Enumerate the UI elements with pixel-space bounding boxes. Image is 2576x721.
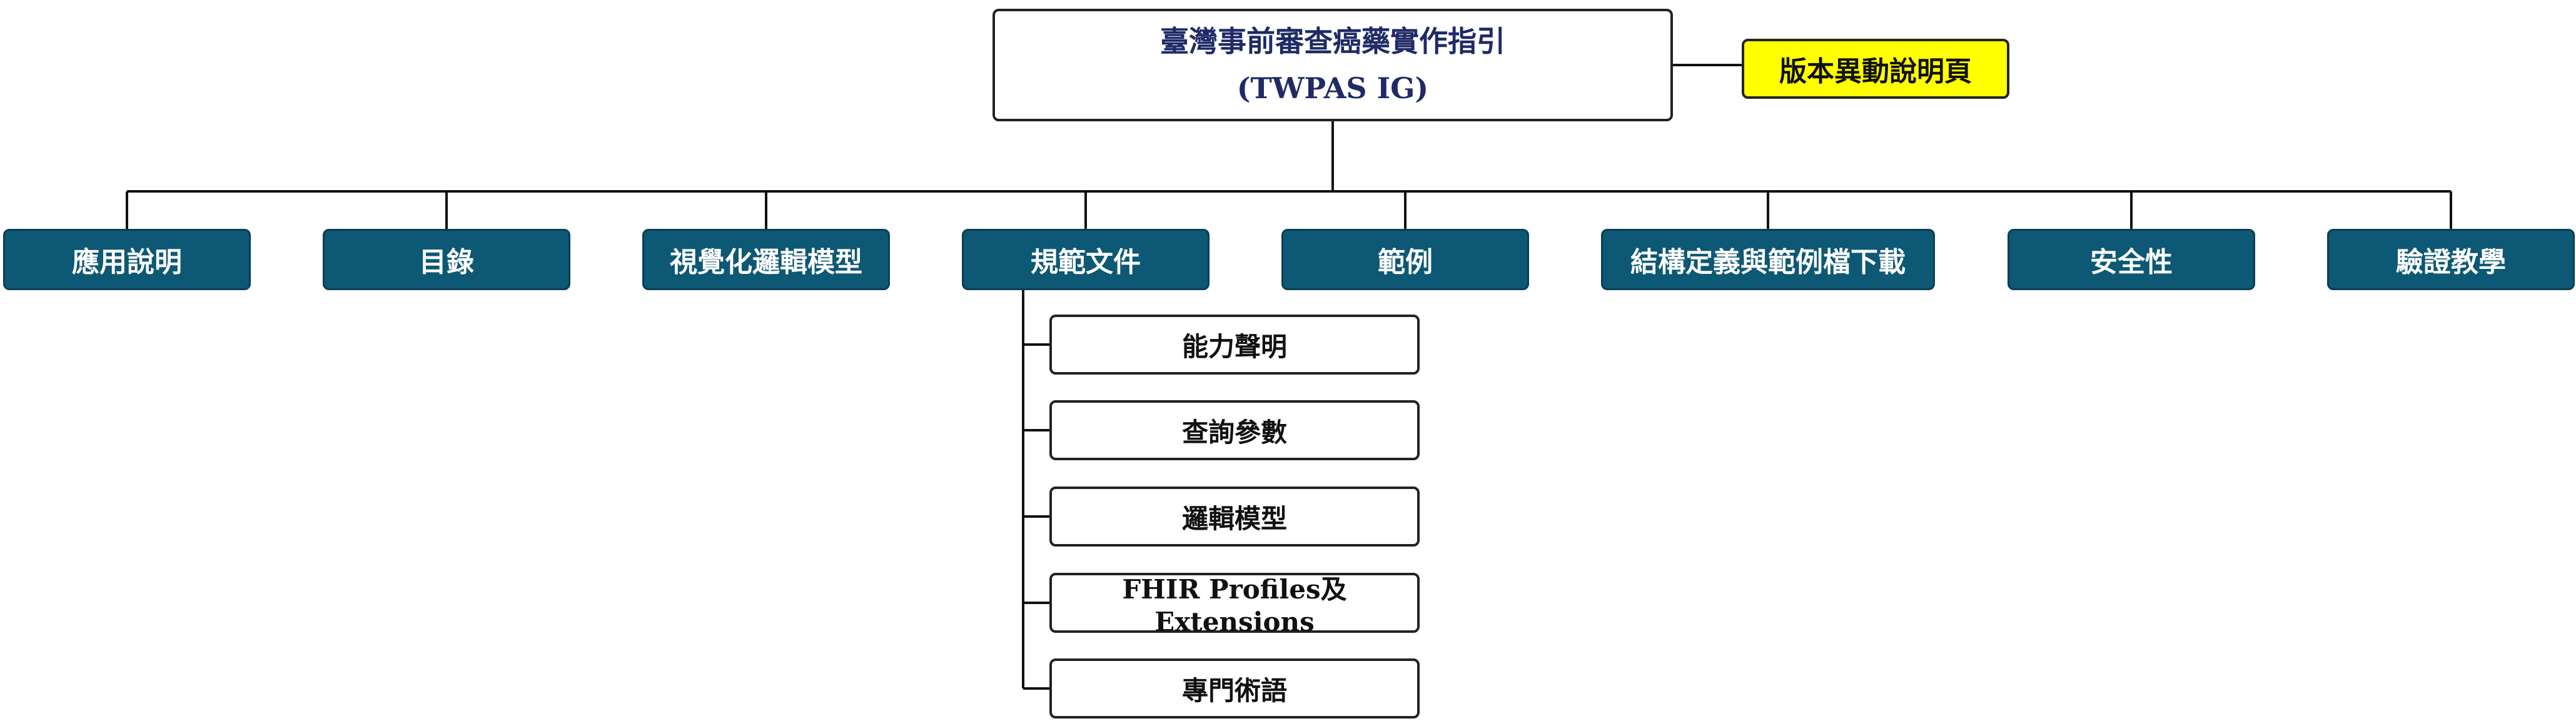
nav-downloads[interactable]: 結構定義與範例檔下載 <box>1601 229 1935 290</box>
root-subtitle: (TWPAS IG) <box>1236 71 1429 105</box>
nav-security[interactable]: 安全性 <box>2008 229 2255 290</box>
version-note-button[interactable]: 版本異動說明頁 <box>1742 39 2009 99</box>
nav-usage[interactable]: 應用說明 <box>3 229 251 290</box>
child-terminology[interactable]: 專門術語 <box>1049 658 1420 718</box>
nav-visual-model[interactable]: 視覺化邏輯模型 <box>642 229 890 290</box>
child-fhir-profiles-label: FHIR Profiles及Extensions <box>1122 574 1347 637</box>
root-title: 臺灣事前審查癌藥實作指引 <box>1160 24 1505 58</box>
child-capability-statement[interactable]: 能力聲明 <box>1049 315 1420 375</box>
nav-contents[interactable]: 目錄 <box>323 229 570 290</box>
nav-validation[interactable]: 驗證教學 <box>2327 229 2575 290</box>
child-search-parameters[interactable]: 查詢參數 <box>1049 400 1420 460</box>
child-logical-model[interactable]: 邏輯模型 <box>1049 487 1420 547</box>
nav-examples[interactable]: 範例 <box>1281 229 1529 290</box>
nav-spec-docs[interactable]: 規範文件 <box>962 229 1210 290</box>
root-node[interactable]: 臺灣事前審查癌藥實作指引 (TWPAS IG) <box>993 9 1673 121</box>
child-fhir-profiles[interactable]: FHIR Profiles及Extensions <box>1049 573 1420 637</box>
